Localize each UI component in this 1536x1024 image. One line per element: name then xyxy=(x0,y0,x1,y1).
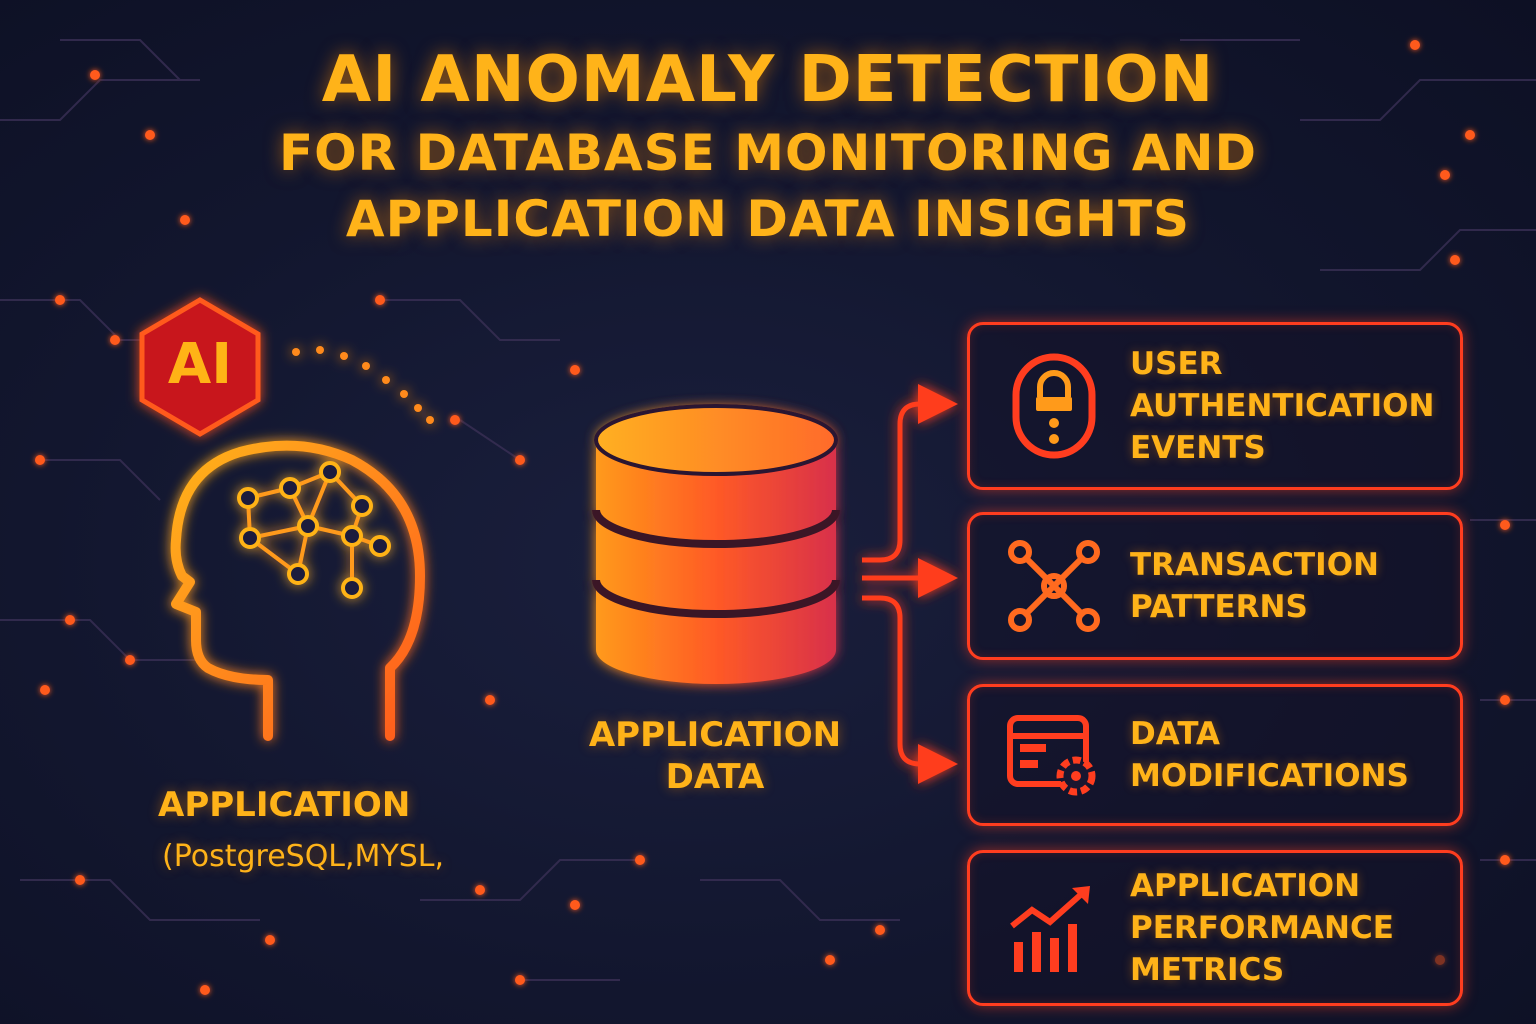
glow-dot xyxy=(180,215,190,225)
card-text-line: MODIFICATIONS xyxy=(1130,758,1409,794)
glow-dot xyxy=(65,615,75,625)
glow-dot xyxy=(825,955,835,965)
glow-dot xyxy=(515,455,525,465)
title-line-3: APPLICATION DATA INSIGHTS xyxy=(345,190,1191,248)
card-transaction-patterns-text: TRANSACTION PATTERNS xyxy=(1130,544,1379,628)
glow-dot xyxy=(75,875,85,885)
glow-dot xyxy=(35,455,45,465)
database-label: APPLICATION DATA xyxy=(560,714,870,798)
glow-dot xyxy=(200,985,210,995)
glow-dot xyxy=(485,695,495,705)
branch-connectors xyxy=(862,384,958,784)
glow-dot xyxy=(90,70,100,80)
glow-dot xyxy=(450,415,460,425)
card-user-authentication: USER AUTHENTICATION EVENTS xyxy=(967,322,1463,490)
application-label: APPLICATION xyxy=(158,785,411,825)
title-line-1: AI ANOMALY DETECTION xyxy=(321,43,1215,117)
glow-dot xyxy=(1500,520,1510,530)
glow-dot xyxy=(375,295,385,305)
title-block: AI ANOMALY DETECTION FOR DATABASE MONITO… xyxy=(0,40,1536,252)
card-text-line: DATA xyxy=(1130,716,1221,752)
card-text-line: AUTHENTICATION xyxy=(1130,388,1435,424)
data-settings-icon xyxy=(1007,715,1096,796)
glow-dot xyxy=(1450,255,1460,265)
title-line-2: FOR DATABASE MONITORING AND xyxy=(279,124,1257,182)
card-application-performance-text: APPLICATION PERFORMANCE METRICS xyxy=(1130,865,1394,991)
network-icon xyxy=(1008,540,1100,632)
glow-dot xyxy=(1440,170,1450,180)
card-data-modifications-text: DATA MODIFICATIONS xyxy=(1130,713,1409,797)
dotted-arc xyxy=(292,346,434,424)
chart-growth-icon xyxy=(1010,886,1090,972)
card-text-line: PERFORMANCE xyxy=(1130,910,1394,946)
database-icon xyxy=(592,404,840,684)
glow-dot xyxy=(1410,40,1420,50)
glow-dot xyxy=(1500,855,1510,865)
card-user-authentication-text: USER AUTHENTICATION EVENTS xyxy=(1130,343,1434,469)
card-data-modifications: DATA MODIFICATIONS xyxy=(967,684,1463,826)
glow-dot xyxy=(570,365,580,375)
card-text-line: EVENTS xyxy=(1130,430,1266,466)
card-text-line: APPLICATION xyxy=(1130,868,1361,904)
database-label-line-1: APPLICATION xyxy=(588,715,842,755)
glow-dot xyxy=(40,685,50,695)
card-text-line: TRANSACTION xyxy=(1130,547,1379,583)
glow-dot xyxy=(265,935,275,945)
glow-dot xyxy=(635,855,645,865)
glow-dot xyxy=(1465,130,1475,140)
card-text-line: PATTERNS xyxy=(1130,589,1308,625)
glow-dot xyxy=(110,335,120,345)
glow-dot xyxy=(1500,695,1510,705)
glow-dot xyxy=(125,655,135,665)
glow-dot xyxy=(55,295,65,305)
glow-dot xyxy=(145,130,155,140)
ai-badge-text: AI xyxy=(168,332,232,397)
database-label-line-2: DATA xyxy=(665,757,765,797)
card-transaction-patterns: TRANSACTION PATTERNS xyxy=(967,512,1463,660)
card-application-performance: APPLICATION PERFORMANCE METRICS xyxy=(967,850,1463,1006)
glow-dot xyxy=(570,900,580,910)
application-sublabel: (PostgreSQL,MYSL, xyxy=(162,839,445,874)
card-text-line: METRICS xyxy=(1130,952,1285,988)
glow-dot xyxy=(475,885,485,895)
ai-badge: AI xyxy=(139,297,261,437)
glow-dot xyxy=(875,925,885,935)
glow-dot xyxy=(515,975,525,985)
card-text-line: USER xyxy=(1130,346,1223,382)
lock-icon xyxy=(1012,353,1096,459)
ai-head-icon xyxy=(170,440,425,741)
